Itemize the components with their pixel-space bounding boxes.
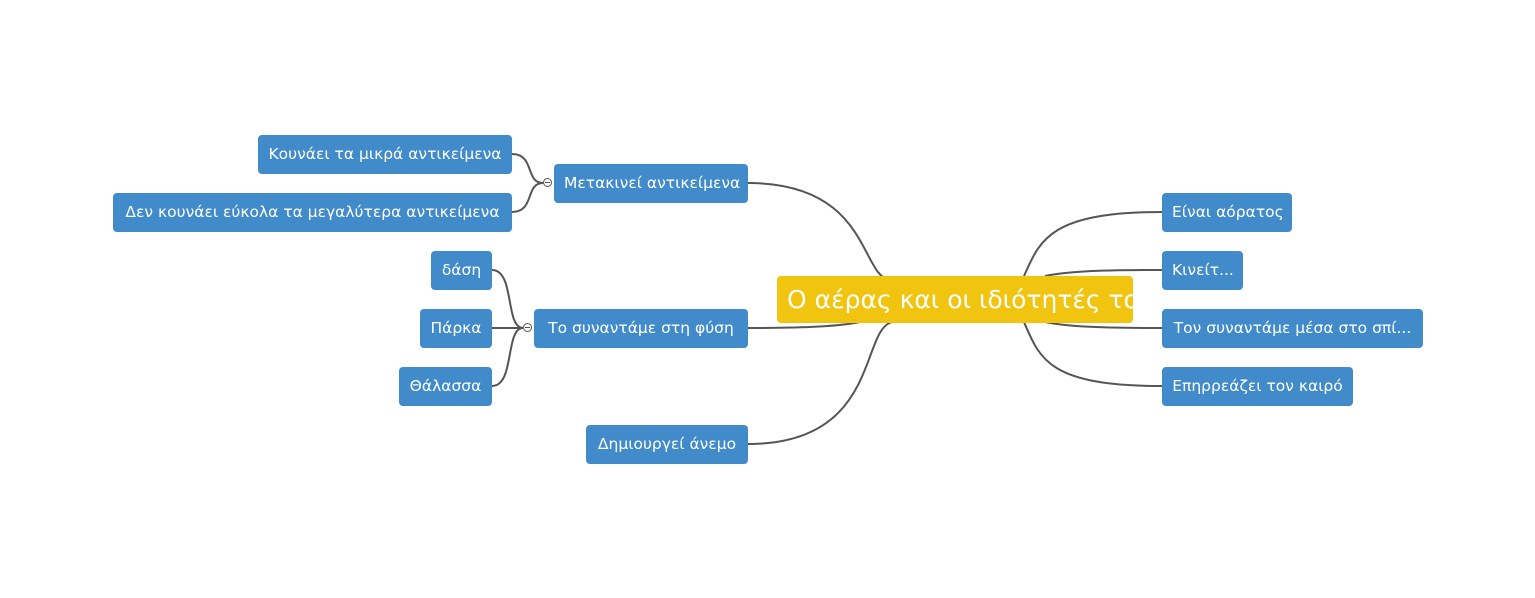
root-node[interactable]: Ο αέρας και οι ιδιότητές του [777, 276, 1153, 323]
node-megalytera[interactable]: Δεν κουνάει εύκολα τα μεγαλύτερα αντικεί… [113, 193, 512, 232]
link-root-aoratos [1023, 211, 1163, 277]
node-dimiourgei[interactable]: Δημιουργεί άνεμο [586, 425, 748, 464]
node-aoratos[interactable]: Είναι αόρατος [1162, 193, 1292, 232]
link-root-metakinei [747, 182, 891, 281]
node-mikra[interactable]: Κουνάει τα μικρά αντικείμενα [258, 135, 512, 174]
link-root-dimiourgei [747, 321, 893, 445]
node-metakinei[interactable]: Μετακινεί αντικείμενα [554, 164, 748, 203]
link-dasi [491, 269, 524, 329]
node-kineit[interactable]: Κινείτ... [1162, 251, 1243, 290]
node-kairo[interactable]: Επηρρεάζει τον καιρό [1162, 367, 1353, 406]
node-parka[interactable]: Πάρκα [420, 309, 492, 348]
collapse-icon[interactable] [523, 323, 532, 332]
link-thalassa [491, 327, 524, 387]
link-megalytera [511, 182, 544, 213]
link-root-kairo [1023, 321, 1163, 387]
node-synantame[interactable]: Το συναντάμε στη φύση [534, 309, 748, 348]
node-spiti[interactable]: Τον συναντάμε μέσα στο σπί... [1162, 309, 1423, 348]
link-mikra [511, 153, 544, 184]
collapse-icon[interactable] [543, 178, 552, 187]
link-root-spiti [1044, 321, 1163, 329]
link-root-kineit [1044, 269, 1163, 277]
node-thalassa[interactable]: Θάλασσα [399, 367, 492, 406]
link-root-synantame [747, 321, 861, 329]
node-dasi[interactable]: δάση [431, 251, 492, 290]
